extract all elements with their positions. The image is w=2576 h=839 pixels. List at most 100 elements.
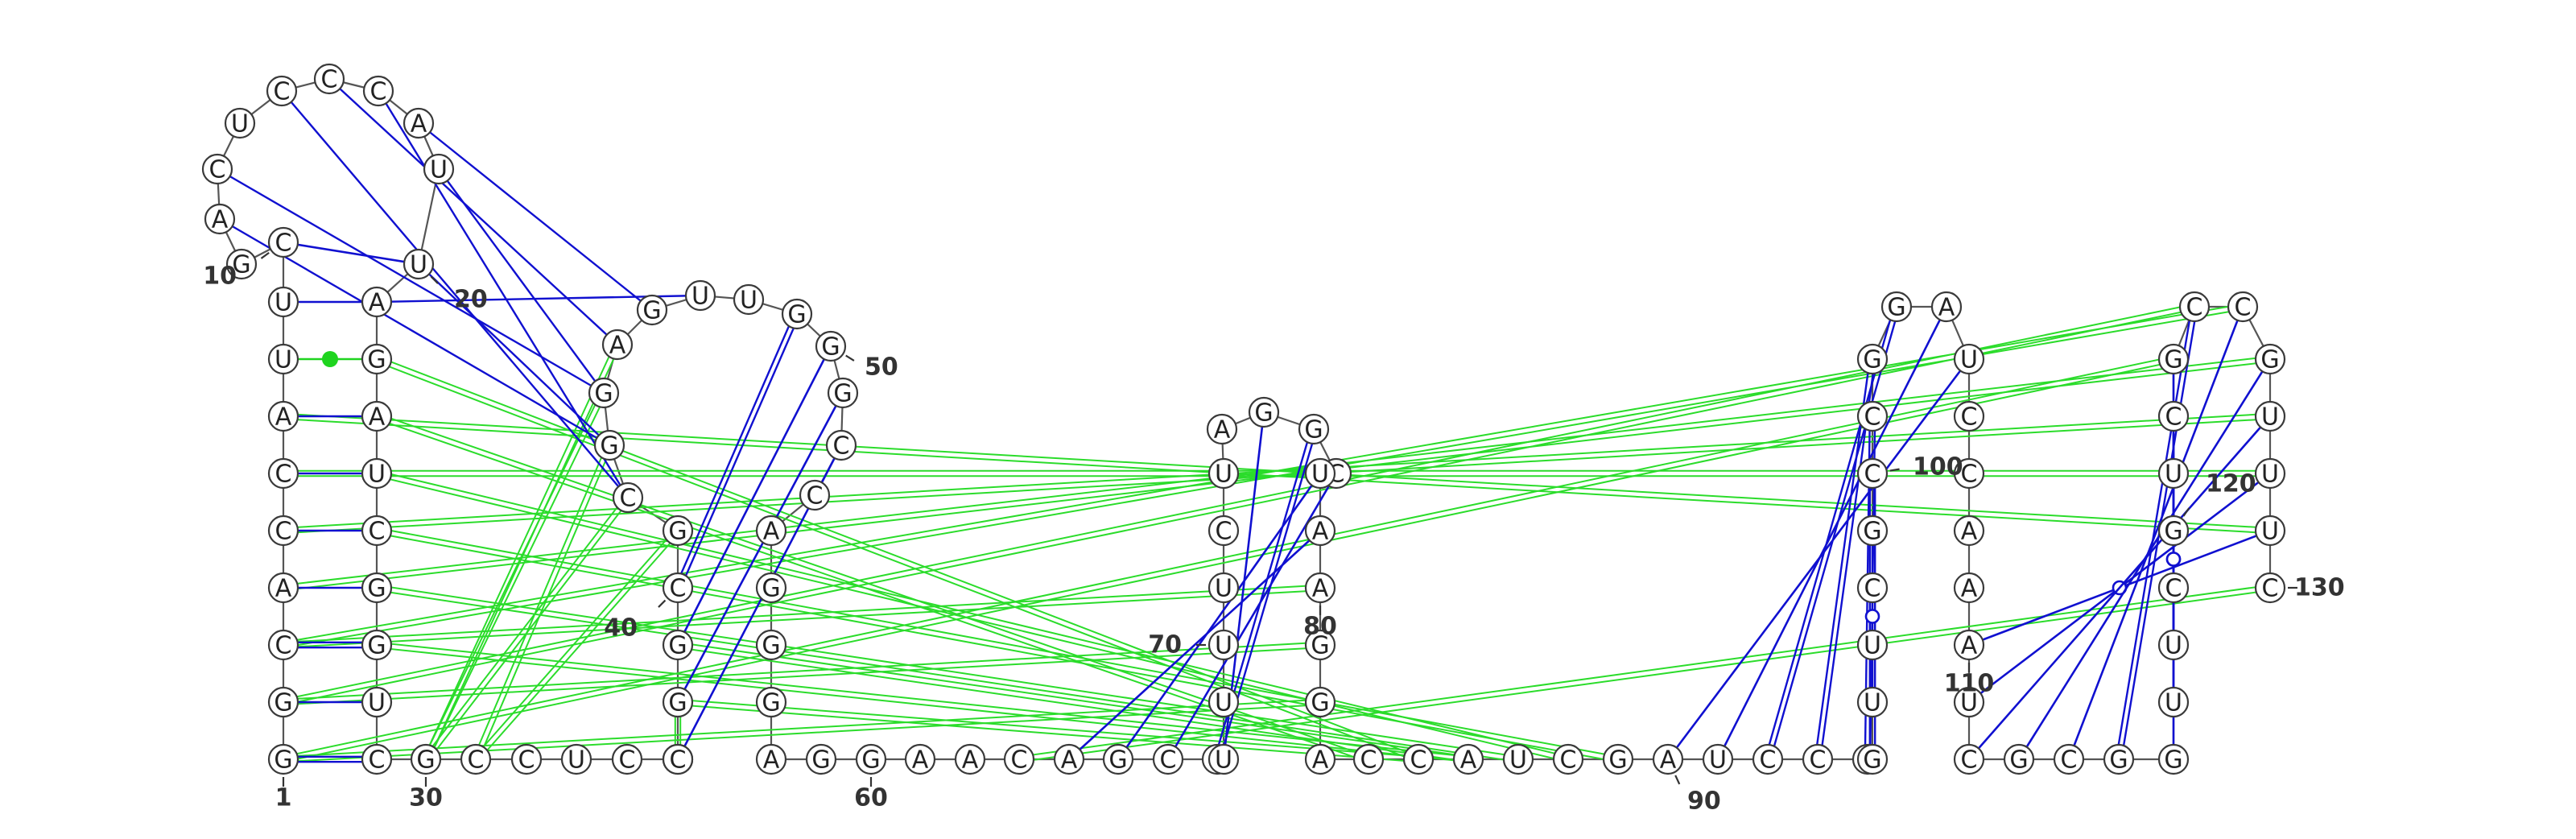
nucleotide-circle — [1206, 413, 1238, 445]
nucleotide-circle — [361, 343, 393, 375]
base-pair-gc — [283, 755, 377, 763]
nucleotide-circle — [2157, 686, 2190, 718]
nucleotide: A — [402, 107, 435, 139]
nucleotide-circle — [601, 329, 634, 361]
nucleotide-base: C — [2165, 575, 2182, 603]
nucleotide-circle — [1208, 515, 1240, 547]
nucleotide-base: G — [1254, 399, 1273, 428]
nucleotide-circle — [1953, 686, 1985, 718]
nucleotide: G — [267, 686, 299, 718]
nucleotide-base: C — [275, 518, 292, 546]
nucleotide-base: G — [274, 746, 292, 775]
pseudoknot-interaction — [283, 584, 1321, 649]
nucleotide-base: U — [1509, 746, 1527, 775]
nucleotide: G — [1880, 291, 1913, 323]
nucleotide-circle — [1152, 743, 1184, 775]
nucleotide-circle — [1856, 743, 1889, 775]
nucleotide: G — [588, 377, 620, 409]
pseudoknot-interaction-stroke — [427, 498, 631, 762]
nucleotide-circle — [267, 515, 299, 547]
nucleotide: G — [1248, 396, 1280, 428]
nucleotide: A — [1930, 291, 1963, 323]
base-pair-gc — [283, 641, 377, 649]
nucleotide-circle — [267, 226, 299, 258]
nucleotide-base: C — [807, 482, 824, 510]
nucleotide-base: A — [1460, 746, 1477, 775]
nucleotide-circle — [267, 572, 299, 604]
nucleotide-base: U — [2165, 632, 2182, 660]
pseudoknot-interaction-stroke — [283, 641, 1320, 701]
nucleotide-base: G — [861, 746, 880, 775]
nucleotide: C — [266, 75, 298, 107]
nucleotide: G — [593, 429, 625, 461]
nucleotide-base: U — [1215, 689, 1232, 717]
nucleotide-base: C — [1961, 403, 1978, 432]
pseudoknot-interaction — [376, 641, 1469, 763]
nucleotide-base: A — [912, 746, 929, 775]
nucleotide-circle — [593, 429, 625, 461]
base-pair-au — [1968, 415, 2271, 760]
nucleotide: U — [267, 286, 299, 318]
nucleotide-circle — [460, 743, 492, 775]
nucleotide: G — [2103, 743, 2135, 775]
nucleotide: U — [684, 279, 716, 312]
nucleotide-circle — [1880, 291, 1913, 323]
pseudoknot-interaction-stroke — [377, 356, 1420, 758]
nucleotide: A — [755, 743, 787, 775]
nucleotide-circle — [267, 457, 299, 490]
nucleotide-circle — [1402, 743, 1435, 775]
nucleotide-base: G — [668, 689, 687, 717]
nucleotide-circle — [2157, 343, 2190, 375]
pseudoknot-interaction — [283, 698, 1321, 763]
nucleotide: U — [1856, 629, 1889, 661]
nucleotide-base: G — [2109, 746, 2128, 775]
nucleotide: G — [755, 629, 787, 661]
nucleotide-base: G — [2164, 518, 2182, 546]
nucleotide-circle — [1953, 572, 1985, 604]
nucleotide: G — [1856, 743, 1889, 775]
nucleotide-base: G — [2260, 346, 2279, 374]
nucleotide-base: C — [1864, 461, 1881, 489]
nucleotide-circle — [611, 743, 643, 775]
tertiary-interaction — [418, 122, 653, 311]
pseudoknot-interaction-stroke — [427, 393, 607, 761]
nucleotide-circle — [1856, 400, 1889, 432]
nucleotide-circle — [1248, 396, 1280, 428]
nucleotide-base: G — [232, 251, 250, 279]
position-tick — [260, 252, 270, 259]
nucleotide-base: A — [1214, 416, 1231, 444]
nucleotide: C — [2254, 572, 2286, 604]
nucleotide: C — [825, 429, 857, 461]
nucleotide-base: G — [594, 380, 613, 408]
position-label: 1 — [275, 784, 292, 812]
nucleotide-circle — [1208, 743, 1240, 775]
nucleotide-base: C — [209, 156, 226, 184]
nucleotide-circle — [1304, 686, 1336, 718]
nucleotide-base: U — [568, 746, 585, 775]
nucleotide: G — [361, 629, 393, 661]
pseudoknot-interaction-stroke — [678, 698, 1419, 758]
nucleotide-base: C — [275, 229, 292, 258]
nucleotide: G — [662, 629, 694, 661]
nucleotide: G — [361, 572, 393, 604]
nucleotide-circle — [2157, 572, 2190, 604]
base-pair-gc-stroke — [674, 312, 796, 588]
nucleotide-base: C — [2061, 746, 2078, 775]
nucleotide: A — [361, 286, 393, 318]
pseudoknot-interaction-stroke — [375, 418, 1368, 763]
nucleotide-circle — [799, 479, 831, 511]
nucleotide-circle — [510, 743, 543, 775]
nucleotide: G — [1856, 515, 1889, 547]
nucleotide: G — [755, 572, 787, 604]
base-pair-gc-stroke — [1769, 307, 1901, 761]
nucleotide: G — [1602, 743, 1634, 775]
nucleotide: G — [1298, 413, 1330, 445]
pseudoknot-interaction — [473, 528, 681, 762]
nucleotide: C — [612, 481, 644, 514]
nucleotide-circle — [267, 743, 299, 775]
nucleotide-circle — [1304, 515, 1336, 547]
nucleotide-base: U — [1311, 461, 1329, 489]
pseudoknot-interaction-stroke — [375, 361, 1418, 763]
nucleotide-base: G — [668, 518, 687, 546]
base-pair-au — [2017, 358, 2272, 760]
